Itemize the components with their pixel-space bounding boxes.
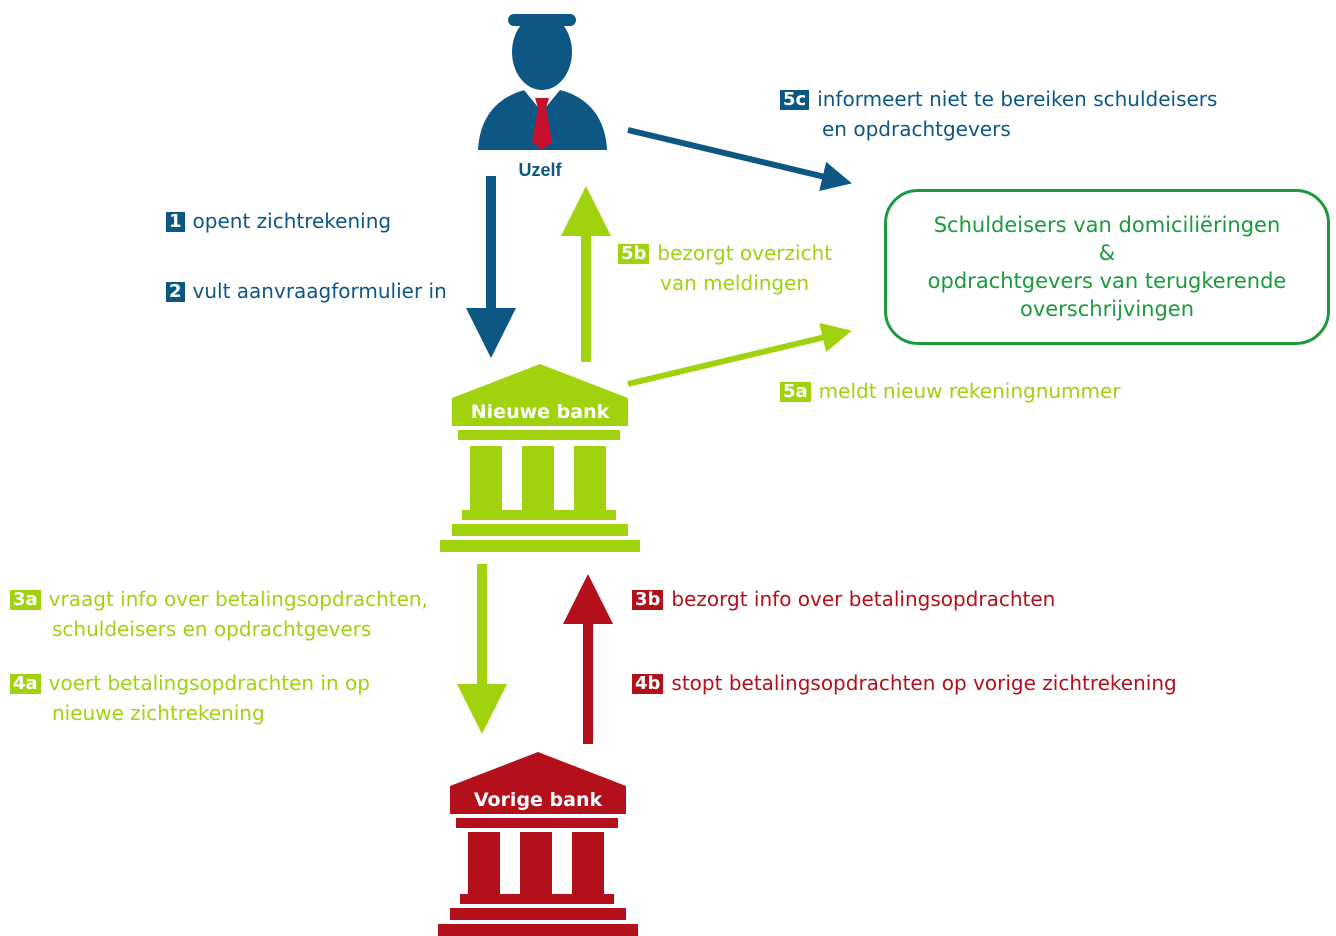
- step-1-badge: 1: [166, 212, 185, 232]
- step-1-label: 1 opent zichtrekening: [166, 206, 391, 236]
- step-5a-badge: 5a: [780, 382, 811, 402]
- step-4b-text: stopt betalingsopdrachten op vorige zich…: [671, 671, 1177, 695]
- creditors-line-3: opdrachtgevers van terugkerende: [927, 269, 1287, 293]
- step-3a-badge: 3a: [10, 590, 41, 610]
- step-3b-badge: 3b: [632, 590, 664, 610]
- step-4b-badge: 4b: [632, 674, 664, 694]
- step-5c-text-2: en opdrachtgevers: [822, 117, 1011, 141]
- step-5b-label: 5b bezorgt overzicht van meldingen: [618, 238, 832, 298]
- step-3b-label: 3b bezorgt info over betalingsopdrachten: [632, 584, 1055, 614]
- step-5c-badge: 5c: [780, 90, 810, 110]
- creditors-line-4: overschrijvingen: [1019, 297, 1195, 321]
- step-4a-label: 4a voert betalingsopdrachten in op nieuwe…: [10, 668, 370, 728]
- old-bank-label: Vorige bank: [474, 789, 603, 811]
- step-1-text: opent zichtrekening: [192, 209, 392, 233]
- step-5c-label: 5c informeert niet te bereiken schuldeise…: [780, 84, 1217, 144]
- step-3a-text-1: vraagt info over betalingsopdrachten,: [48, 587, 428, 611]
- step-2-badge: 2: [166, 282, 185, 302]
- step-2-text: vult aanvraagformulier in: [192, 279, 447, 303]
- step-5b-text-2: van meldingen: [660, 271, 810, 295]
- creditors-line-2: &: [1098, 241, 1116, 265]
- creditors-line-1: Schuldeisers van domiciliëringen: [933, 213, 1281, 237]
- step-4a-text-2: nieuwe zichtrekening: [52, 701, 265, 725]
- step-5c-text-1: informeert niet te bereiken schuldeisers: [817, 87, 1218, 111]
- creditors-box: Schuldeisers van domiciliëringen & opdra…: [884, 189, 1330, 345]
- step-4a-badge: 4a: [10, 674, 41, 694]
- step-3a-text-2: schuldeisers en opdrachtgevers: [52, 617, 372, 641]
- step-5a-text: meldt nieuw rekeningnummer: [818, 379, 1121, 403]
- old-bank-icon: [438, 752, 638, 936]
- step-4a-text-1: voert betalingsopdrachten in op: [48, 671, 370, 695]
- step-3b-text: bezorgt info over betalingsopdrachten: [671, 587, 1056, 611]
- arrow-person-to-creditors: [627, 127, 852, 192]
- step-5b-badge: 5b: [618, 244, 650, 264]
- step-5a-label: 5a meldt nieuw rekeningnummer: [780, 376, 1121, 406]
- new-bank-icon: [440, 364, 640, 552]
- person-label: Uzelf: [518, 160, 562, 180]
- step-5b-text-1: bezorgt overzicht: [657, 241, 833, 265]
- new-bank-label: Nieuwe bank: [471, 401, 610, 423]
- step-4b-label: 4b stopt betalingsopdrachten op vorige zi…: [632, 668, 1177, 698]
- step-2-label: 2 vult aanvraagformulier in: [166, 276, 447, 306]
- person-icon: [478, 14, 607, 150]
- arrow-new-bank-to-creditors: [627, 322, 852, 387]
